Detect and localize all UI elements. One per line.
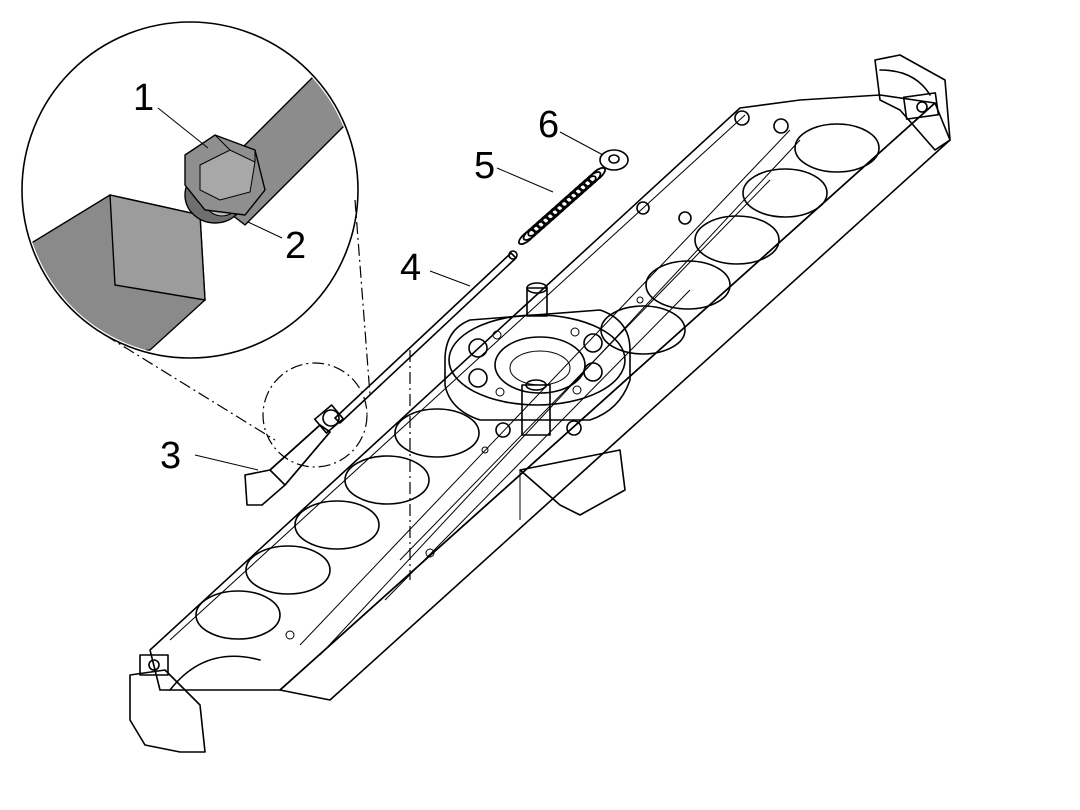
handle xyxy=(244,404,345,506)
rail-holes xyxy=(195,123,880,640)
callout-2: 2 xyxy=(285,225,306,267)
spring-coil xyxy=(588,166,606,184)
callout-3: 3 xyxy=(160,435,181,477)
spring xyxy=(518,166,606,246)
callout-leaders xyxy=(157,107,604,471)
callout-6: 6 xyxy=(538,104,559,146)
detail-view xyxy=(21,21,411,580)
rail-screws xyxy=(285,110,789,640)
callout-labels: 1 2 3 4 5 6 xyxy=(133,77,559,477)
left-end-clamp xyxy=(129,654,261,753)
callout-4: 4 xyxy=(400,247,421,289)
callout-1: 1 xyxy=(133,77,154,119)
right-end-clamp xyxy=(874,54,951,151)
rotary-flange xyxy=(444,282,631,436)
callout-5: 5 xyxy=(474,145,495,187)
washer xyxy=(599,149,629,171)
